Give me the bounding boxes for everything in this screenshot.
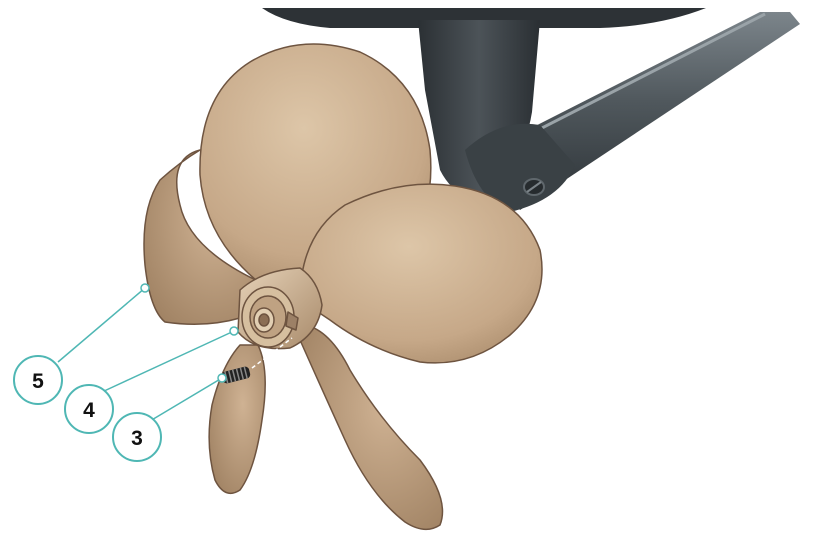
callout-5: 5 (14, 356, 62, 404)
propeller-blade-lower (209, 345, 265, 493)
propeller-blade-right (300, 184, 542, 363)
callout-4-label: 4 (83, 399, 95, 422)
callout-4: 4 (65, 385, 113, 433)
leader-5 (58, 288, 145, 362)
callout-3: 3 (113, 413, 161, 461)
callout-5-label: 5 (32, 370, 44, 393)
callout-3-label: 3 (131, 427, 143, 450)
